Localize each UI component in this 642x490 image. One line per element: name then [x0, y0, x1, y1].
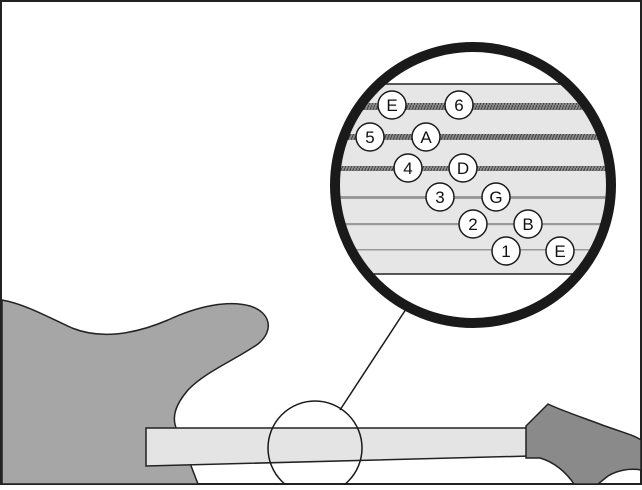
zoom-fretboard: [335, 84, 611, 274]
zoom-lens-ring: [330, 42, 616, 328]
string-4-note-label: D: [448, 153, 478, 183]
svg-text:5: 5: [365, 128, 374, 147]
string-2-note-label: B: [513, 209, 543, 239]
string-6-note-label: E: [377, 90, 407, 120]
string-1-line: [335, 249, 611, 251]
string-5-line: [335, 134, 611, 140]
zoom-lens-content: E 6 5 A 4 D 3 G: [335, 47, 611, 323]
guitar-headstock: [525, 403, 642, 485]
svg-text:4: 4: [403, 159, 412, 178]
svg-text:A: A: [420, 128, 432, 147]
string-2-number-label: 2: [458, 209, 488, 239]
string-6-line: [335, 103, 611, 110]
neck-focus-circle: [267, 400, 363, 490]
callout-line: [339, 302, 411, 411]
string-4-number-label: 4: [393, 153, 423, 183]
string-3-note-label: G: [481, 182, 511, 212]
svg-text:3: 3: [435, 188, 444, 207]
string-6-number-label: 6: [444, 90, 474, 120]
svg-text:1: 1: [501, 242, 510, 261]
string-1-number-label: 1: [491, 236, 521, 266]
string-1-note-label: E: [545, 236, 575, 266]
svg-text:D: D: [457, 159, 469, 178]
svg-text:B: B: [522, 215, 533, 234]
string-3-number-label: 3: [425, 182, 455, 212]
svg-text:G: G: [489, 188, 502, 207]
svg-text:6: 6: [454, 96, 463, 115]
string-3-line: [335, 196, 611, 199]
string-5-note-label: A: [411, 122, 441, 152]
svg-text:E: E: [554, 242, 565, 261]
string-5-number-label: 5: [355, 122, 385, 152]
svg-text:2: 2: [468, 215, 477, 234]
guitar-body: [1, 299, 269, 485]
svg-text:E: E: [386, 96, 397, 115]
